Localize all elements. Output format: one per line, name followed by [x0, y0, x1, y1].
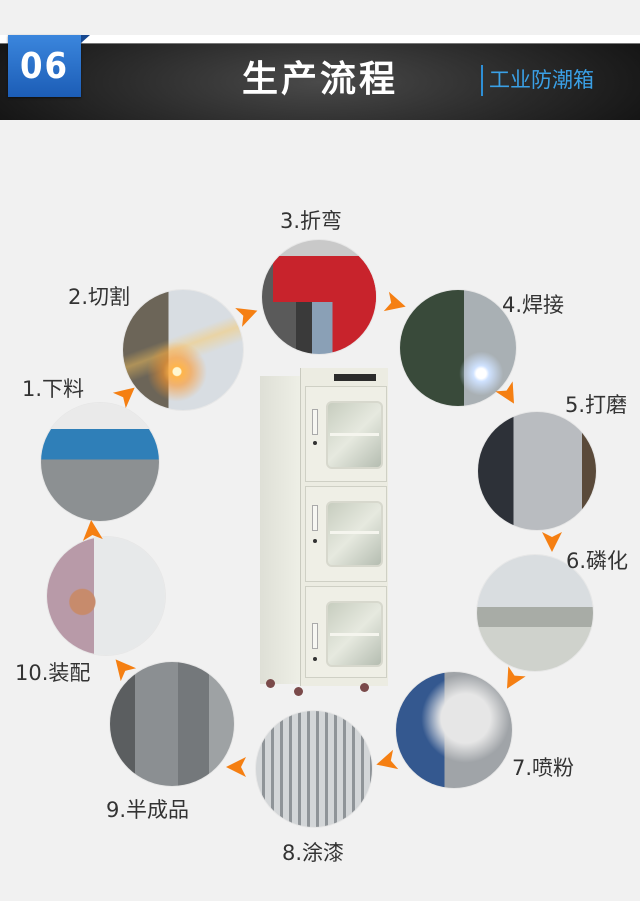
door-handle-bottom: [312, 623, 318, 649]
cabinet-door-bottom: [305, 586, 387, 678]
page-subtitle: 工业防潮箱: [489, 68, 594, 92]
cabinet-door-top: [305, 386, 387, 482]
badge-fold-decoration: [81, 35, 90, 43]
cabinet-side-panel: [260, 376, 300, 684]
step-1-label: 1.下料: [22, 377, 85, 401]
section-number-badge: 06: [8, 35, 81, 97]
step-1-photo: [41, 403, 159, 521]
door-handle-middle: [312, 505, 318, 531]
caster-wheel: [360, 683, 369, 692]
step-4-photo: [400, 290, 516, 406]
arrow-9-to-10-icon: [105, 650, 139, 684]
step-6-photo: [477, 555, 593, 671]
step-5-label: 5.打磨: [565, 393, 628, 417]
step-4-label: 4.焊接: [502, 293, 565, 317]
arrow-6-to-7-icon: [496, 664, 529, 697]
step-7-label: 7.喷粉: [512, 756, 575, 780]
step-8-photo: [256, 711, 372, 827]
arrow-7-to-8-icon: [371, 747, 400, 776]
caster-wheel: [266, 679, 275, 688]
step-9-photo: [110, 662, 234, 786]
arrow-4-to-5-icon: [493, 379, 526, 412]
cabinet-window-middle: [326, 501, 383, 567]
caster-wheel: [294, 687, 303, 696]
arrow-5-to-6-icon: [540, 530, 564, 554]
door-handle-top: [312, 409, 318, 435]
step-3-photo: [262, 240, 376, 354]
step-2-label: 2.切割: [68, 285, 131, 309]
header-top-line: [0, 35, 640, 43]
step-7-photo: [396, 672, 512, 788]
step-8-label: 8.涂漆: [282, 841, 345, 865]
arrow-8-to-9-icon: [224, 755, 248, 779]
door-lock-middle: [313, 539, 317, 543]
step-9-label: 9.半成品: [106, 798, 190, 822]
step-2-photo: [123, 290, 243, 410]
cabinet-shelf: [330, 531, 379, 534]
cabinet-control-display: [334, 374, 376, 381]
arrow-3-to-4-icon: [381, 289, 410, 318]
header-band: [0, 43, 640, 120]
door-lock-top: [313, 441, 317, 445]
step-5-photo: [478, 412, 596, 530]
cabinet-window-bottom: [326, 601, 383, 667]
step-3-label: 3.折弯: [280, 209, 343, 233]
cabinet-door-middle: [305, 486, 387, 582]
arrow-2-to-3-icon: [233, 299, 264, 330]
arrow-1-to-2-icon: [110, 377, 144, 411]
cabinet-window-top: [326, 401, 383, 469]
cabinet-shelf: [330, 433, 379, 436]
arrow-10-to-1-icon: [79, 517, 105, 543]
door-lock-bottom: [313, 657, 317, 661]
step-6-label: 6.磷化: [566, 549, 629, 573]
cabinet-shelf: [330, 633, 379, 636]
step-10-label: 10.装配: [15, 661, 91, 685]
dry-cabinet-product-image: [260, 368, 388, 696]
page-title: 生产流程: [241, 59, 398, 100]
step-10-photo: [47, 537, 165, 655]
cabinet-front: [300, 368, 388, 686]
title-divider: [481, 65, 483, 96]
